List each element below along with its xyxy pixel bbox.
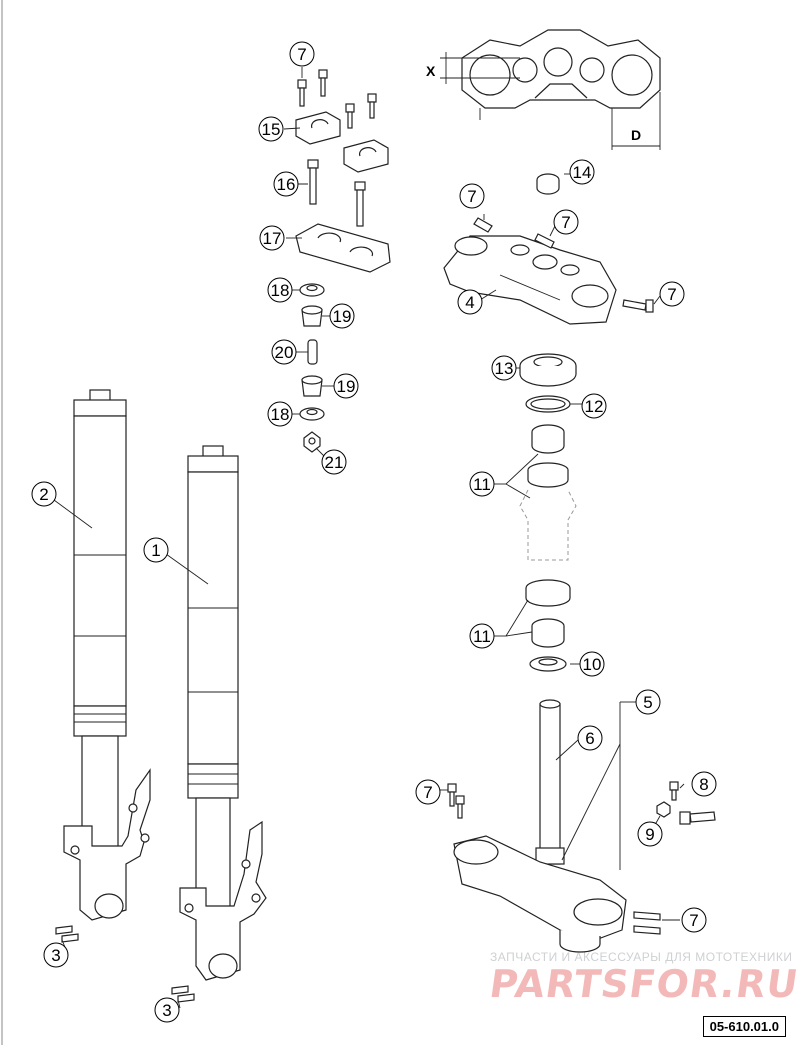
- svg-text:7: 7: [423, 783, 432, 802]
- callout-3-left: 3: [43, 942, 69, 968]
- svg-text:10: 10: [583, 655, 602, 674]
- svg-text:6: 6: [585, 729, 594, 748]
- watermark-logo: PARTSFOR.RU: [486, 962, 800, 1006]
- callout-19-bottom: 19: [333, 373, 359, 399]
- callout-7-clamp-left: 7: [459, 183, 485, 209]
- svg-text:13: 13: [495, 359, 514, 378]
- svg-text:17: 17: [263, 229, 282, 248]
- callout-16: 16: [273, 171, 299, 197]
- callout-2: 2: [31, 481, 57, 507]
- callout-7-lower-right: 7: [681, 907, 707, 933]
- lower-triple-clamp-stem: [447, 699, 716, 953]
- callout-13: 13: [491, 355, 517, 381]
- svg-text:15: 15: [262, 120, 281, 139]
- callout-7-top: 7: [289, 41, 315, 67]
- callout-17: 17: [259, 225, 285, 251]
- callout-12: 12: [581, 393, 607, 419]
- svg-text:14: 14: [573, 163, 592, 182]
- dimension-x-label: X: [426, 63, 436, 79]
- callout-9: 9: [637, 821, 663, 847]
- callout-7-clamp-right: 7: [659, 281, 685, 307]
- steering-bearing-stack: [519, 353, 577, 672]
- svg-text:7: 7: [467, 187, 476, 206]
- svg-text:2: 2: [39, 485, 48, 504]
- svg-text:8: 8: [699, 775, 708, 794]
- svg-text:18: 18: [271, 405, 290, 424]
- callout-14: 14: [569, 159, 595, 185]
- callout-18-top: 18: [267, 277, 293, 303]
- diagram-code-label: 05-610.01.0: [702, 1016, 786, 1037]
- svg-text:7: 7: [297, 45, 306, 64]
- svg-text:20: 20: [275, 343, 294, 362]
- callout-4: 4: [457, 289, 483, 315]
- svg-text:19: 19: [337, 377, 356, 396]
- callout-7-lower-left: 7: [415, 779, 441, 805]
- callout-7-clamp-middle: 7: [553, 209, 579, 235]
- callout-1: 1: [143, 537, 169, 563]
- fork-leg-2: [55, 389, 151, 943]
- svg-text:5: 5: [643, 693, 652, 712]
- watermark-tagline: ЗАПЧАСТИ И АКСЕССУАРЫ ДЛЯ МОТОТЕХНИКИ: [490, 950, 793, 964]
- callout-11-top: 11: [469, 471, 495, 497]
- callout-3-right: 3: [154, 997, 180, 1023]
- callouts: 2 1 3 3 7 15 16 17 18 19 20 19 18 21 14 …: [31, 41, 717, 1023]
- svg-text:7: 7: [667, 285, 676, 304]
- handlebar-clamp-parts: [295, 69, 391, 453]
- svg-text:11: 11: [473, 475, 491, 494]
- callout-8: 8: [691, 771, 717, 797]
- callout-19-top: 19: [329, 303, 355, 329]
- svg-text:3: 3: [51, 946, 60, 965]
- callout-21: 21: [321, 449, 347, 475]
- callout-11-bottom: 11: [469, 623, 495, 649]
- upper-triple-clamp: [443, 173, 654, 325]
- callout-5: 5: [635, 689, 661, 715]
- clamp-dimension-drawing: X D: [426, 29, 661, 150]
- svg-text:11: 11: [473, 627, 491, 646]
- callout-20: 20: [271, 339, 297, 365]
- fork-leg-1: [171, 445, 267, 1003]
- svg-text:9: 9: [645, 825, 654, 844]
- svg-text:1: 1: [151, 541, 160, 560]
- svg-text:7: 7: [689, 911, 698, 930]
- dimension-d-label: D: [631, 127, 641, 143]
- svg-text:3: 3: [162, 1001, 171, 1020]
- callout-10: 10: [579, 651, 605, 677]
- svg-text:21: 21: [325, 453, 344, 472]
- svg-text:7: 7: [561, 213, 570, 232]
- svg-text:4: 4: [465, 293, 474, 312]
- leader-lines: [53, 67, 685, 1009]
- svg-text:16: 16: [277, 175, 296, 194]
- svg-text:18: 18: [271, 281, 290, 300]
- svg-text:19: 19: [333, 307, 352, 326]
- svg-text:12: 12: [585, 397, 604, 416]
- callout-6: 6: [577, 725, 603, 751]
- callout-15: 15: [258, 116, 284, 142]
- callout-18-bottom: 18: [267, 401, 293, 427]
